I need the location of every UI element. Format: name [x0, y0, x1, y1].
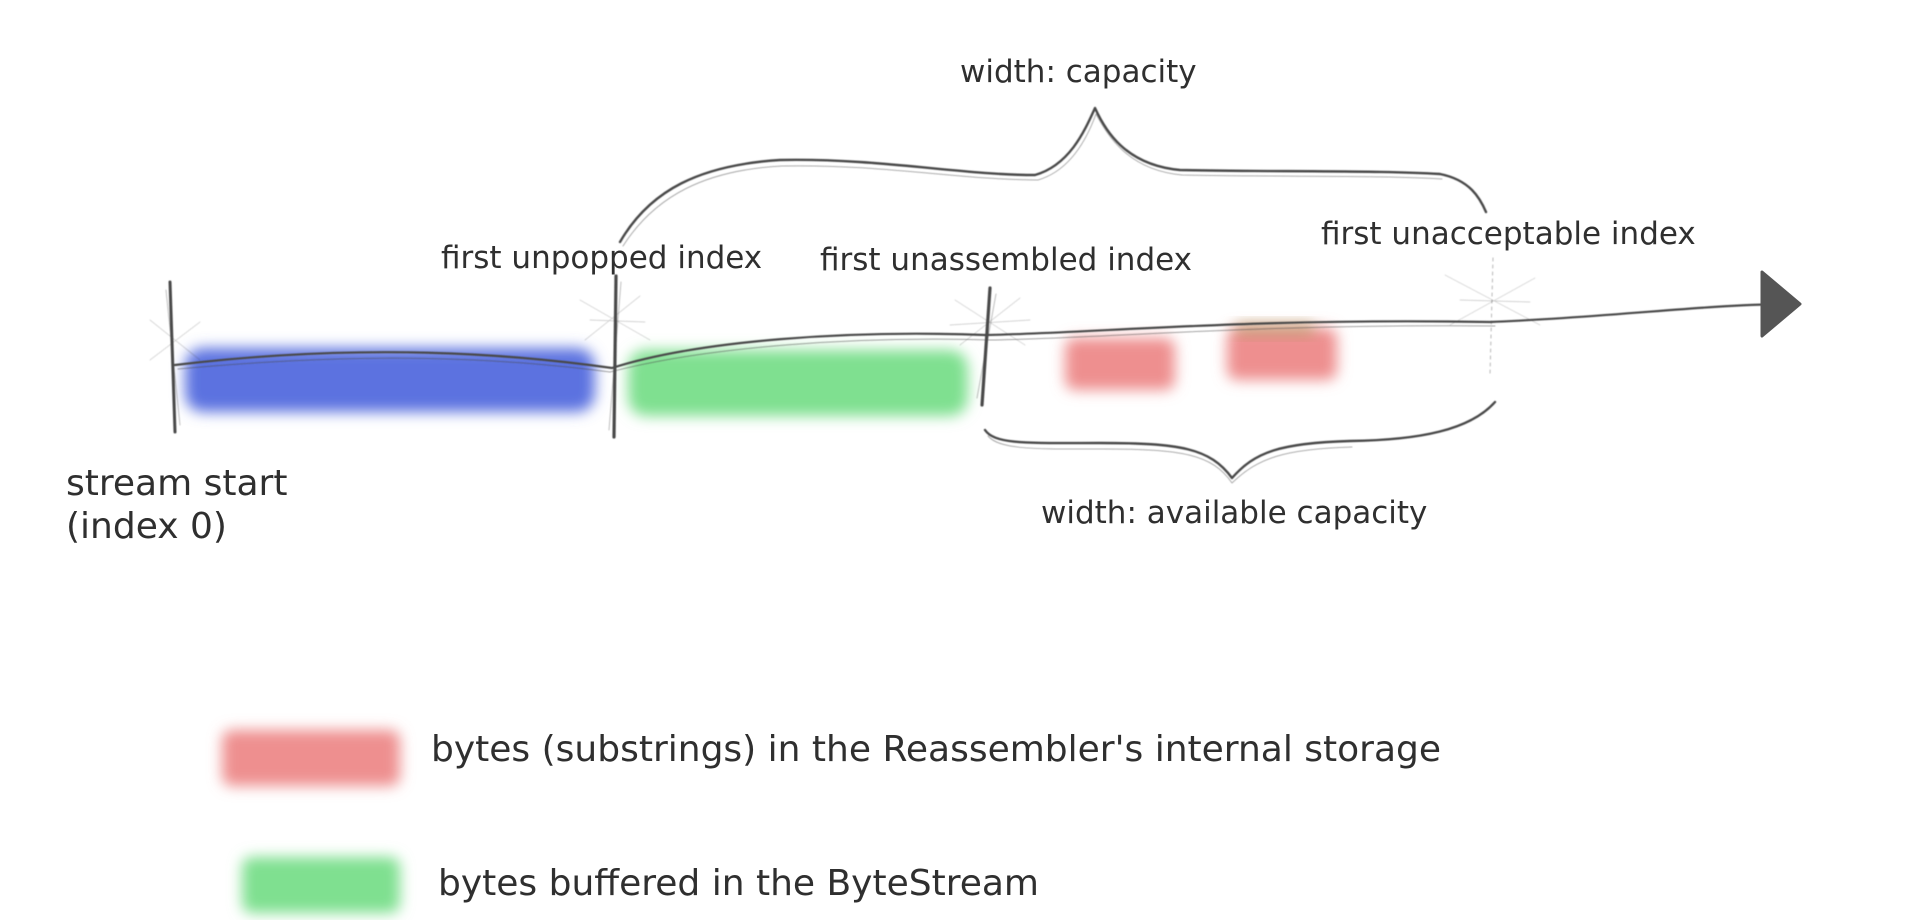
capacity-label: width: capacity	[960, 54, 1197, 90]
legend-swatch-bytestream	[242, 857, 400, 913]
internal-storage-segment	[1065, 338, 1175, 390]
first-unpopped-index-label: first unpopped index	[441, 240, 763, 276]
byte-regions	[185, 322, 1337, 416]
available-capacity-brace	[987, 435, 1353, 484]
first-unassembled-index-label: first unassembled index	[820, 242, 1192, 278]
legend-label-internal-storage: bytes (substrings) in the Reassembler's …	[431, 729, 1442, 770]
bytestream-buffered-region	[628, 350, 968, 416]
internal-storage-segment	[1227, 328, 1337, 380]
stream-axis	[177, 325, 1496, 373]
legend-swatch-internal-storage	[222, 730, 400, 786]
stream-start-label-line1: stream start	[66, 463, 288, 504]
stream-start-label-line2: (index 0)	[66, 506, 227, 548]
stream-arrowhead	[1760, 270, 1802, 338]
capacity-brace	[622, 113, 1443, 247]
first-unacceptable-index-label: first unacceptable index	[1321, 216, 1696, 252]
available-capacity-label: width: available capacity	[1041, 495, 1428, 531]
popped-bytes-region	[185, 348, 595, 412]
capacity-brace	[618, 106, 1488, 244]
stream-start-label: stream start (index 0)	[66, 462, 287, 548]
marker-hatching	[149, 274, 1541, 361]
first-unpopped-marker	[608, 281, 622, 431]
legend-label-bytestream: bytes buffered in the ByteStream	[438, 863, 1039, 904]
legend-swatches	[222, 730, 400, 913]
sketch-strokes	[149, 106, 1787, 484]
stream-start-marker	[165, 289, 181, 426]
available-capacity-brace	[983, 400, 1497, 480]
first-unacceptable-marker	[1489, 257, 1494, 376]
first-unassembled-marker	[976, 293, 997, 399]
stream-axis	[173, 302, 1787, 370]
